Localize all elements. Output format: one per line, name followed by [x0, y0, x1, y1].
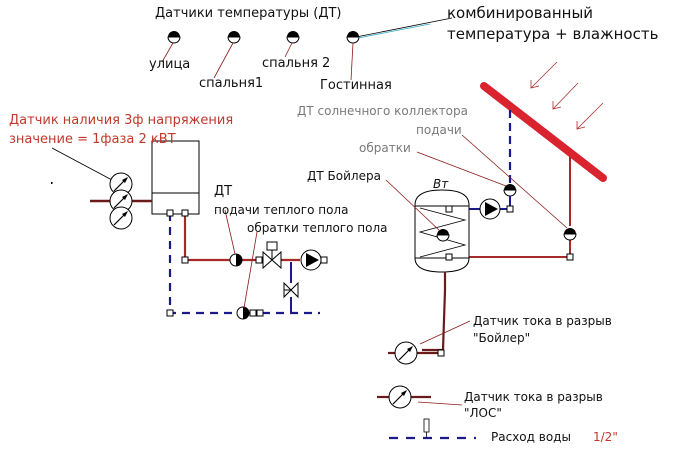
voltage-sensor-line1: Датчик наличия 3ф напряжения: [9, 113, 234, 128]
tank-label: Вт: [433, 177, 449, 191]
floor-supply-sensor: [229, 253, 243, 267]
los-current-line1: Датчик тока в разрыв: [464, 390, 603, 404]
boiler-current-sensor: [394, 341, 418, 365]
boiler-sensor-label: ДТ Бойлера: [307, 169, 381, 183]
combined-sensor-line2: температура + влажность: [447, 25, 659, 43]
voltage-sensor-leader: [51, 147, 113, 181]
solar-supply-label: подачи: [416, 123, 462, 137]
temp-sensor-living-room: [346, 17, 453, 81]
wall-boiler: [151, 140, 200, 215]
floor-pump: [300, 249, 322, 271]
boiler-current-line1: Датчик тока в разрыв: [473, 314, 612, 328]
boiler-current-line2: "Бойлер": [473, 331, 531, 345]
solar-pump: [479, 198, 501, 220]
floor-supply-label: подачи теплого пола: [214, 203, 349, 217]
three-way-valve: [262, 241, 282, 270]
los-current-line2: "ЛОС": [464, 406, 502, 420]
water-flow-size: 1/2": [593, 430, 618, 444]
floor-return-sensor: [236, 306, 250, 320]
solar-supply-sensor: [563, 227, 577, 241]
voltage-gauges: [109, 172, 133, 230]
solar-collector-title: ДТ солнечного коллектора: [297, 104, 468, 118]
sun-rays: [530, 61, 604, 130]
temp-sensor-street: [161, 30, 181, 63]
floor-supply-pipe: [183, 213, 230, 262]
sensor-label-street: улица: [149, 57, 191, 72]
bypass-valve: [283, 281, 299, 299]
solar-collector: [480, 82, 607, 182]
solar-return-label: обратки: [359, 141, 411, 155]
stray-dot: [51, 182, 53, 184]
floor-dt-label: ДТ: [214, 184, 233, 199]
los-current-sensor: [388, 385, 412, 409]
voltage-sensor-line2: значение = 1фаза 2 кВТ: [9, 132, 176, 147]
flow-meter-icon: [423, 418, 430, 438]
combined-sensor-line1: комбинированный: [447, 4, 594, 22]
boiler-temp-sensor: [436, 228, 450, 242]
sensor-label-bedroom2: спальня 2: [262, 56, 331, 71]
temp-sensor-bedroom1: [213, 30, 241, 79]
floor-return-label: обратки теплого пола: [247, 221, 388, 235]
sensors-title: Датчики температуры (ДТ): [155, 6, 342, 21]
water-flow-label: Расход воды: [491, 430, 571, 444]
temp-sensor-bedroom2: [284, 30, 300, 58]
sensor-label-bedroom1: спальня1: [199, 76, 264, 91]
sensor-label-living-room: Гостинная: [320, 78, 392, 93]
floor-return-pipe: [168, 213, 235, 315]
